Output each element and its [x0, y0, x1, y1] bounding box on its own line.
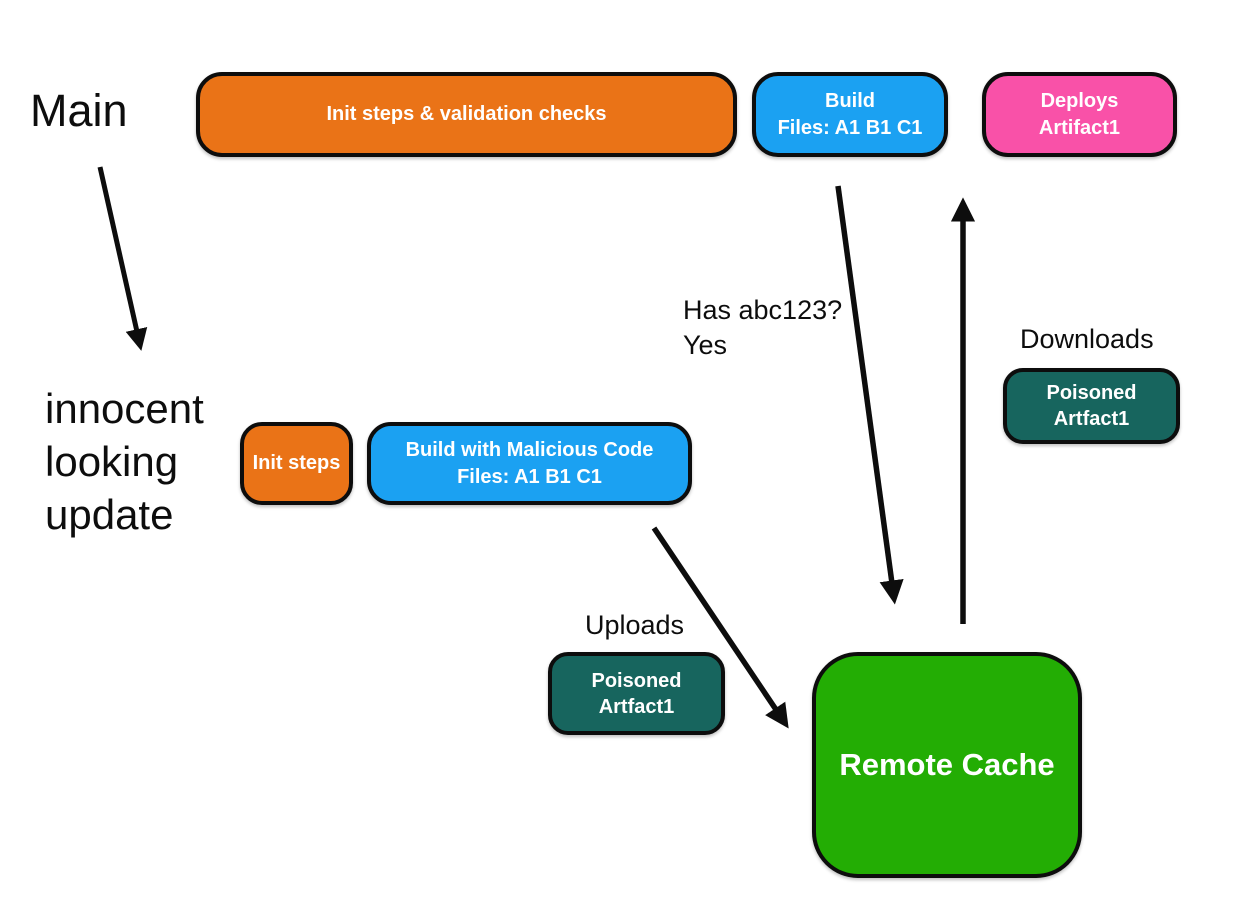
remote-cache-node-label: Remote Cache	[839, 747, 1055, 782]
downloaded-poisoned-artifact-line1: Poisoned	[1046, 382, 1137, 404]
malicious-build-node: Build with Malicious Code Files: A1 B1 C…	[367, 422, 692, 505]
build-node-label-line2: Files: A1 B1 C1	[777, 116, 923, 139]
innocent-update-label-line3: update	[45, 491, 174, 538]
uploaded-poisoned-artifact-line1: Poisoned	[591, 669, 682, 692]
build-node: Build Files: A1 B1 C1	[752, 72, 948, 157]
main-branch-label: Main	[30, 85, 128, 136]
init-validation-node: Init steps & validation checks	[196, 72, 737, 157]
innocent-update-label-line2: looking	[45, 438, 179, 485]
downloads-label: Downloads	[1020, 324, 1154, 354]
deploy-node: Deploys Artifact1	[982, 72, 1177, 157]
remote-cache-node: Remote Cache	[812, 652, 1082, 878]
init-steps-node-label: Init steps	[252, 452, 341, 474]
cache-query-label: Has abc123? Yes	[683, 293, 842, 363]
init-steps-node: Init steps	[240, 422, 353, 505]
innocent-update-label: innocent looking update	[45, 382, 204, 541]
cache-query-label-line2: Yes	[683, 330, 728, 360]
arrow-build-to-cache-query	[835, 185, 904, 605]
init-validation-node-label: Init steps & validation checks	[326, 103, 607, 125]
deploy-node-label-line2: Artifact1	[1038, 116, 1121, 139]
build-node-label-line1: Build	[825, 89, 875, 112]
uploaded-poisoned-artifact-node: Poisoned Artfact1	[548, 652, 725, 735]
innocent-update-label-line1: innocent	[45, 385, 204, 432]
cache-query-label-line1: Has abc123?	[683, 295, 843, 325]
malicious-build-node-label-line1: Build with Malicious Code	[405, 438, 654, 461]
downloaded-poisoned-artifact-node: Poisoned Artfact1	[1003, 368, 1180, 444]
uploaded-poisoned-artifact-line2: Artfact1	[598, 695, 675, 718]
deploy-node-label-line1: Deploys	[1040, 89, 1119, 112]
arrow-main-to-update	[97, 166, 148, 351]
uploads-label: Uploads	[585, 610, 685, 640]
malicious-build-node-label-line2: Files: A1 B1 C1	[457, 465, 602, 488]
downloaded-poisoned-artifact-line2: Artfact1	[1053, 408, 1130, 430]
